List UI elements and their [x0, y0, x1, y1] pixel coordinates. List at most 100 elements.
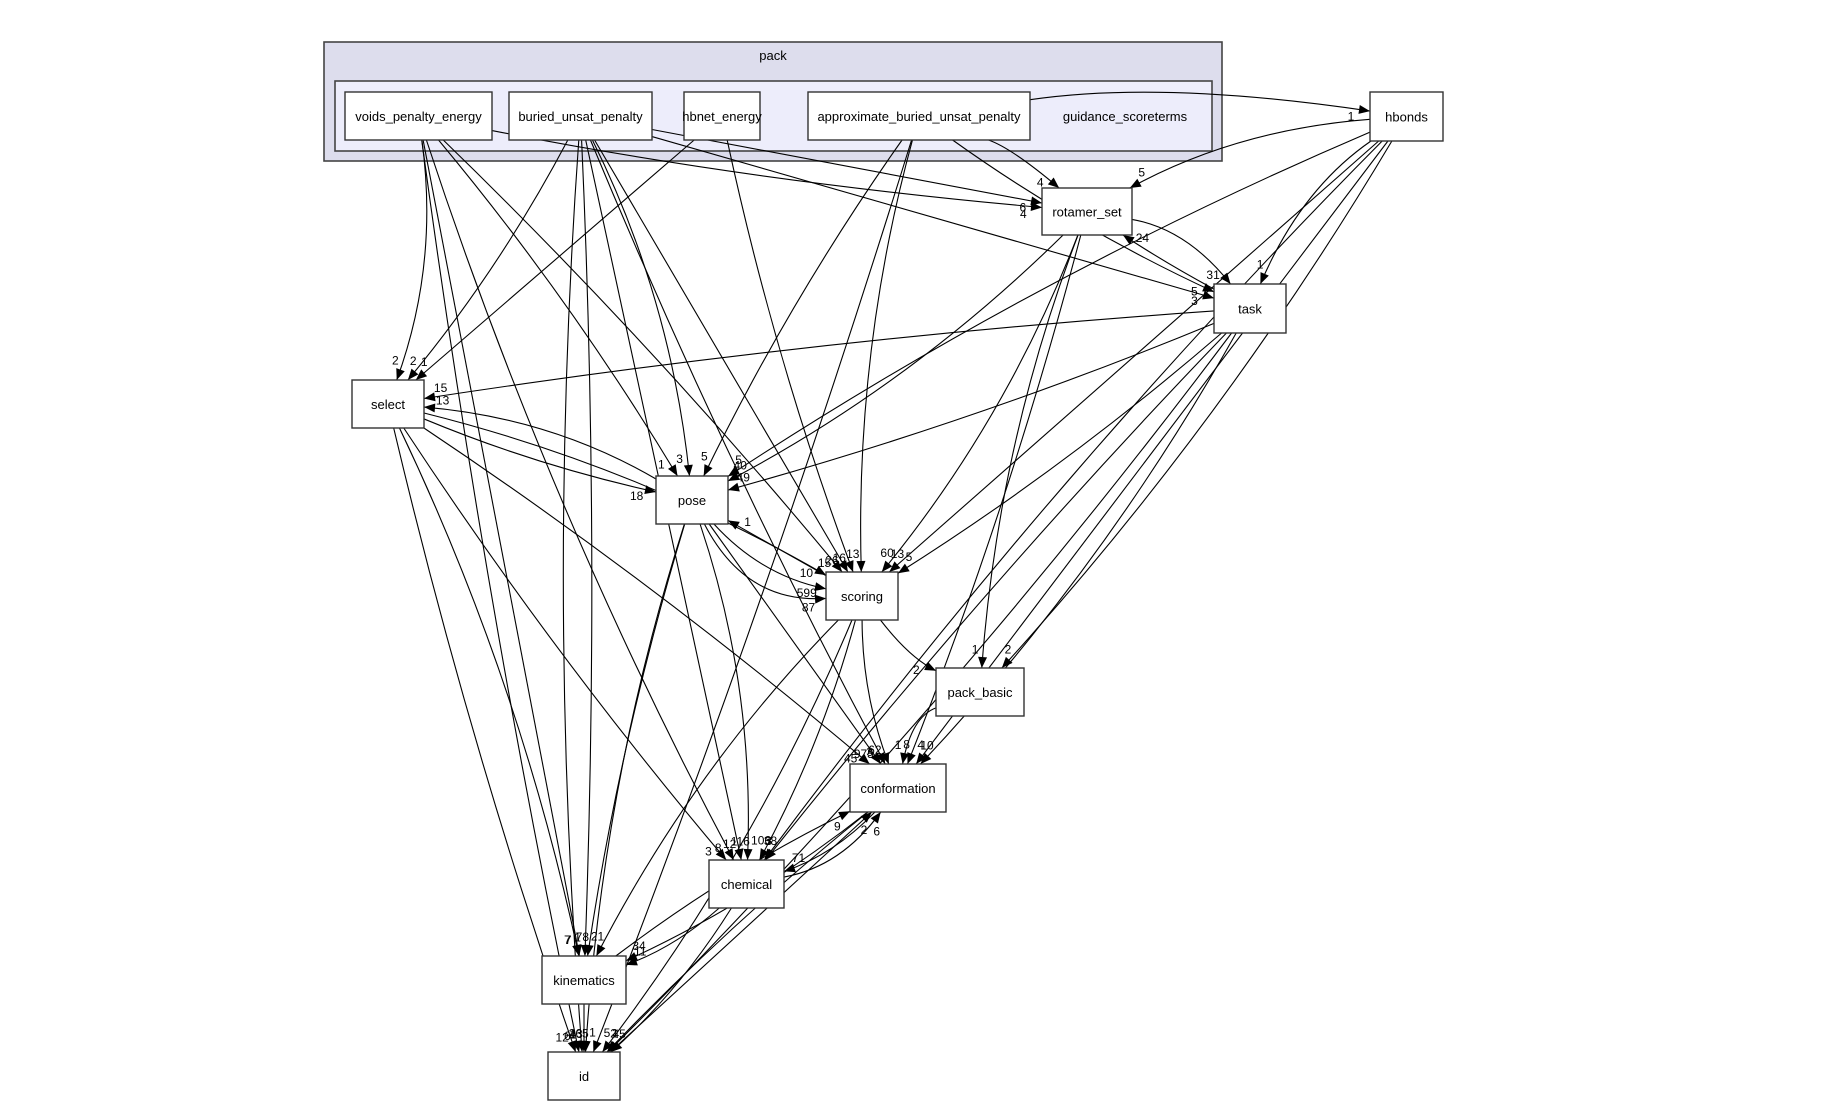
edge-pose-to-scoring[interactable] [703, 523, 827, 600]
edge-count-label[interactable]: 1 [574, 931, 581, 945]
edge-count-label[interactable]: 1 [658, 458, 665, 472]
edge-hbnet_energy-to-scoring[interactable] [726, 139, 854, 573]
edge-count-label[interactable]: 10 [800, 566, 814, 580]
edge-count-label[interactable]: 3 [765, 834, 772, 848]
edge-count-label[interactable]: 38 [764, 834, 778, 848]
edge-count-label[interactable]: 1 [612, 1027, 619, 1041]
edge-approximate_buried_unsat_penalty-to-scoring[interactable] [860, 139, 913, 573]
edge-count-label[interactable]: 8 [715, 841, 722, 855]
node-approximate-buried-unsat-penalty[interactable]: approximate_buried_unsat_penalty [807, 91, 1031, 141]
edge-count-label[interactable]: 13 [846, 547, 860, 561]
edge-count-label[interactable]: 5 [735, 453, 742, 467]
node-box[interactable] [541, 955, 627, 1005]
edge-voids_penalty_energy-to-scoring[interactable] [442, 139, 843, 573]
edge-buried_unsat_penalty-to-id[interactable] [562, 139, 583, 1053]
edge-buried_unsat_penalty-to-task[interactable] [651, 136, 1215, 299]
edge-count-label[interactable]: 4 [917, 738, 924, 752]
node-box[interactable] [935, 667, 1025, 717]
edge-count-label[interactable]: 21 [591, 929, 605, 943]
edge-count-label[interactable]: 116 [731, 835, 750, 849]
edge-hbonds-to-pose[interactable] [727, 131, 1371, 477]
edge-voids_penalty_energy-to-id[interactable] [421, 139, 580, 1053]
edge-count-label[interactable]: 7 [564, 933, 571, 947]
node-rotamer-set[interactable]: rotamer_set [1041, 187, 1133, 236]
edge-count-label[interactable]: 49 [737, 471, 751, 485]
edge-count-label[interactable]: 26 [825, 554, 839, 568]
node-select[interactable]: select [351, 379, 425, 429]
edge-count-label[interactable]: 3 [1191, 294, 1198, 308]
edge-count-label[interactable]: 3 [676, 452, 683, 466]
edge-select-to-scoring[interactable] [423, 412, 827, 576]
edge-count-label[interactable]: 4 [1020, 207, 1027, 221]
edge-count-label[interactable]: 1 [1257, 257, 1264, 271]
edge-chemical-to-conformation[interactable] [783, 811, 882, 878]
edge-count-label[interactable]: 9 [834, 819, 841, 833]
edge-count-label[interactable]: 2 [392, 353, 399, 367]
edge-count-label[interactable]: 2 [410, 354, 417, 368]
edge-task-to-id[interactable] [607, 332, 1233, 1053]
node-box[interactable] [1041, 187, 1133, 236]
edge-approximate_buried_unsat_penalty-to-id[interactable] [592, 139, 913, 1053]
edge-voids_penalty_energy-to-pose[interactable] [438, 139, 678, 477]
node-id[interactable]: id [547, 1051, 621, 1101]
edge-count-label[interactable]: 2 [861, 823, 868, 837]
edge-count-label[interactable]: 10 [920, 738, 934, 752]
edge-count-label[interactable]: 12 [723, 837, 737, 851]
edge-rotamer_set-to-scoring[interactable] [881, 234, 1079, 573]
edge-rotamer_set-to-task[interactable] [1131, 218, 1231, 285]
edge-scoring-to-conformation[interactable] [861, 619, 890, 765]
edge-select-to-chemical[interactable] [403, 427, 727, 861]
node-box[interactable] [708, 859, 785, 909]
edge-count-label[interactable]: 265 [569, 1027, 589, 1041]
edge-rotamer_set-to-pack_basic[interactable] [981, 234, 1079, 669]
edge-count-label[interactable]: 31 [1206, 268, 1220, 282]
edge-count-label[interactable]: 5 [1191, 285, 1198, 299]
edge-hbonds-to-chemical[interactable] [763, 140, 1383, 861]
edge-count-label[interactable]: 5 [1138, 165, 1145, 179]
edge-count-label[interactable]: 4 [1037, 176, 1044, 190]
edge-count-label[interactable]: 1 [744, 515, 751, 529]
edge-hbonds-to-pack_basic[interactable] [1001, 140, 1393, 669]
edge-chemical-to-id[interactable] [610, 907, 732, 1053]
node-box[interactable] [849, 763, 947, 813]
edge-count-label[interactable]: 15 [818, 556, 832, 570]
edge-pose-to-select[interactable] [423, 406, 657, 480]
edge-scoring-to-kinematics[interactable] [595, 619, 839, 957]
node-box[interactable] [655, 475, 729, 525]
edge-task-to-pose[interactable] [727, 322, 1215, 491]
edge-task-to-select[interactable] [423, 310, 1215, 400]
edge-count-label[interactable]: 1 [1348, 109, 1355, 123]
edge-buried_unsat_penalty-to-select[interactable] [407, 139, 569, 381]
edge-task-to-chemical[interactable] [765, 332, 1227, 861]
edge-count-label[interactable]: 1 [569, 1028, 576, 1042]
edge-count-label[interactable]: 106 [751, 833, 771, 847]
edge-count-label[interactable]: 8 [903, 737, 910, 751]
edge-count-label[interactable]: 1 [895, 738, 902, 752]
node-scoring[interactable]: scoring [825, 571, 899, 621]
node-pose[interactable]: pose [655, 475, 729, 525]
edge-count-label[interactable]: 15 [434, 381, 448, 395]
node-hbnet-energy[interactable]: hbnet_energy [682, 91, 762, 141]
edge-count-label[interactable]: 45 [612, 1027, 626, 1041]
node-kinematics[interactable]: kinematics [541, 955, 627, 1005]
edge-count-label[interactable]: 62 [868, 743, 882, 757]
edge-voids_penalty_energy-to-rotamer_set[interactable] [491, 129, 1043, 209]
edge-count-label[interactable]: 40 [734, 459, 748, 473]
node-box[interactable] [1213, 283, 1287, 334]
node-task[interactable]: task [1213, 283, 1287, 334]
edge-conformation-to-id[interactable] [606, 811, 869, 1053]
edge-count-label[interactable]: 3 [866, 745, 873, 759]
edge-pose-to-chemical[interactable] [699, 523, 749, 861]
node-buried-unsat-penalty[interactable]: buried_unsat_penalty [508, 91, 653, 141]
node-box[interactable] [344, 91, 493, 141]
edge-count-label[interactable]: 1 [589, 1025, 596, 1039]
edge-hbnet_energy-to-select[interactable] [415, 139, 695, 381]
edge-scoring-to-id[interactable] [601, 619, 853, 1053]
edge-task-to-rotamer_set[interactable] [1122, 234, 1215, 290]
edge-count-label[interactable]: 6 [1019, 201, 1026, 215]
edge-count-label[interactable]: 71 [792, 851, 806, 865]
edge-count-label[interactable]: 6 [873, 824, 880, 838]
edge-pose-to-conformation[interactable] [708, 523, 882, 765]
edge-buried_unsat_penalty-to-pose[interactable] [591, 139, 691, 477]
edge-count-label[interactable]: 1 [421, 355, 428, 369]
